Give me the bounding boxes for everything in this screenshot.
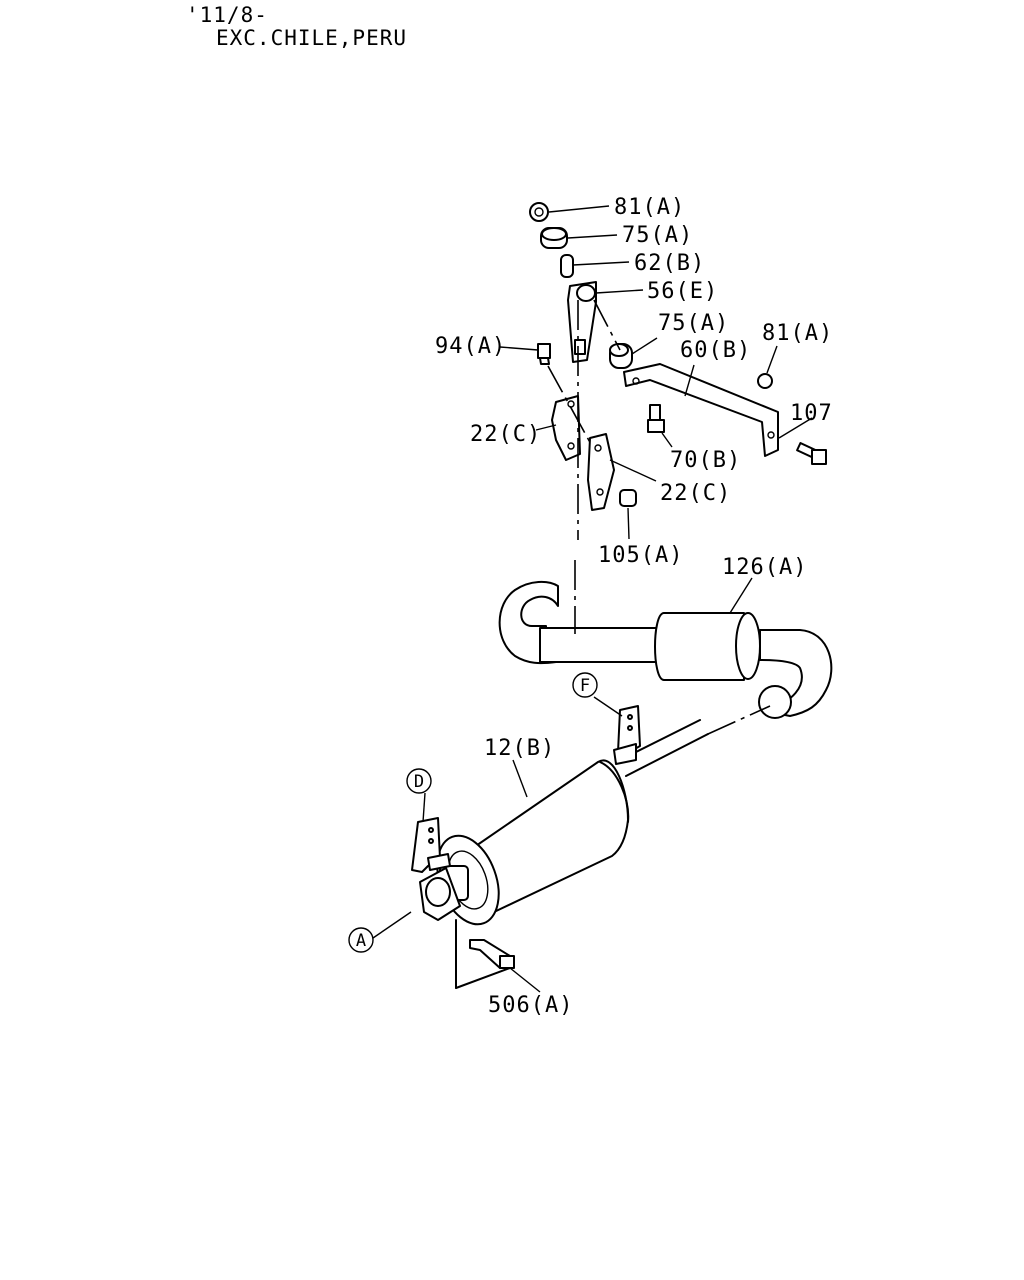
- callout-d: D: [406, 768, 432, 794]
- bracket-f: [613, 705, 641, 765]
- bracket-d: [411, 817, 451, 873]
- label-22c-right: 22(C): [660, 481, 731, 506]
- hanger-assembly: [529, 202, 827, 540]
- nut-81a-top: [529, 202, 549, 222]
- collar-62b: [560, 254, 574, 278]
- callout-a: A: [348, 927, 374, 953]
- bracket-22c-left: [551, 395, 581, 461]
- callout-f-letter: F: [580, 676, 590, 696]
- bolt-70b: [647, 404, 665, 433]
- nut-105a: [619, 489, 637, 507]
- callout-f: F: [572, 672, 598, 698]
- label-56e: 56(E): [647, 279, 718, 304]
- label-22c-left: 22(C): [470, 422, 541, 447]
- cushion-75a-mid: [609, 343, 633, 369]
- label-75a-top: 75(A): [622, 223, 693, 248]
- part-labels: 81(A) 75(A) 62(B) 56(E) 75(A) 81(A) 60(B…: [435, 195, 833, 1018]
- bolt-107: [796, 441, 827, 465]
- diagram-header: '11/8- EXC.CHILE,PERU: [186, 4, 407, 50]
- label-105a: 105(A): [598, 543, 683, 568]
- bolt-94a: [537, 343, 551, 365]
- label-70b: 70(B): [670, 448, 741, 473]
- nut-81a-right: [757, 373, 773, 389]
- callout-a-letter: A: [356, 931, 366, 951]
- cushion-75a-top: [540, 227, 568, 249]
- label-107: 107: [790, 401, 833, 426]
- label-126a: 126(A): [722, 555, 807, 580]
- bracket-56e: [567, 281, 597, 363]
- bracket-60b: [623, 363, 779, 457]
- muffler-12b: [419, 705, 771, 926]
- label-60b: 60(B): [680, 338, 751, 363]
- bracket-22c-right: [587, 433, 615, 511]
- header-region-line: EXC.CHILE,PERU: [216, 26, 408, 50]
- leader-lines: [372, 205, 813, 993]
- label-12b: 12(B): [484, 736, 555, 761]
- label-94a: 94(A): [435, 334, 506, 359]
- callout-d-letter: D: [414, 772, 424, 792]
- label-62b: 62(B): [634, 251, 705, 276]
- label-81a-right: 81(A): [762, 321, 833, 346]
- label-75a-mid: 75(A): [658, 311, 729, 336]
- label-506a: 506(A): [488, 993, 573, 1018]
- header-date-line: '11/8-: [186, 3, 268, 27]
- label-81a-top: 81(A): [614, 195, 685, 220]
- clamp-506a: [455, 919, 515, 989]
- pipe-126a: [498, 560, 833, 719]
